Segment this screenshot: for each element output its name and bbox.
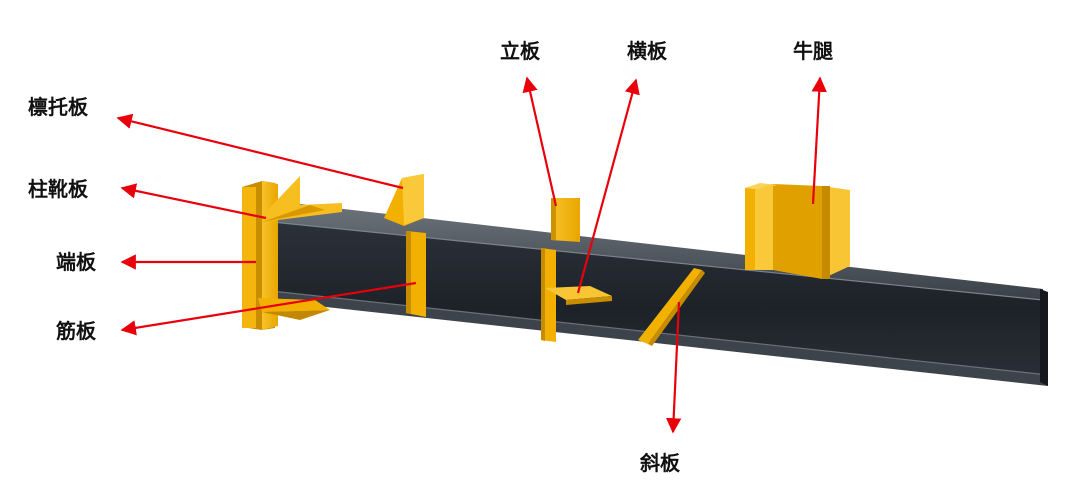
beam-top-flange: [262, 204, 1043, 300]
label-purlin-plate: 檩托板: [28, 95, 89, 119]
label-diagonal-plate: 斜板: [639, 451, 681, 475]
arrow-purlin-plate: [116, 113, 404, 190]
label-end-plate: 端板: [56, 250, 97, 274]
arrow-rib-plate: [120, 281, 417, 336]
arrow-horizontal-plate: [576, 78, 640, 294]
i-beam: [261, 204, 1049, 386]
diagonal-plate: [638, 268, 705, 346]
bracket: [745, 183, 850, 279]
label-column-shoe-plate: 柱靴板: [28, 177, 89, 201]
label-rib-plate: 筋板: [56, 319, 97, 343]
arrow-diagonal-plate: [665, 301, 682, 434]
label-horizontal-plate: 横板: [627, 39, 668, 63]
middle-stiffener: [541, 248, 556, 342]
arrow-bracket: [811, 76, 827, 205]
label-vertical-plate: 立板: [500, 39, 541, 63]
beam-web: [262, 220, 1040, 382]
purlin-support-plate: [384, 174, 424, 226]
labels: 檩托板 柱靴板 端板 筋板 立板 横板 牛腿 斜板: [28, 39, 833, 475]
leader-arrows: [116, 76, 827, 434]
arrow-vertical-plate: [522, 76, 558, 207]
arrow-column-shoe: [120, 183, 267, 220]
column-shoe-plate: [258, 176, 342, 320]
rib-plate: [406, 231, 426, 317]
vertical-plate: [551, 198, 580, 242]
label-bracket: 牛腿: [793, 39, 833, 63]
